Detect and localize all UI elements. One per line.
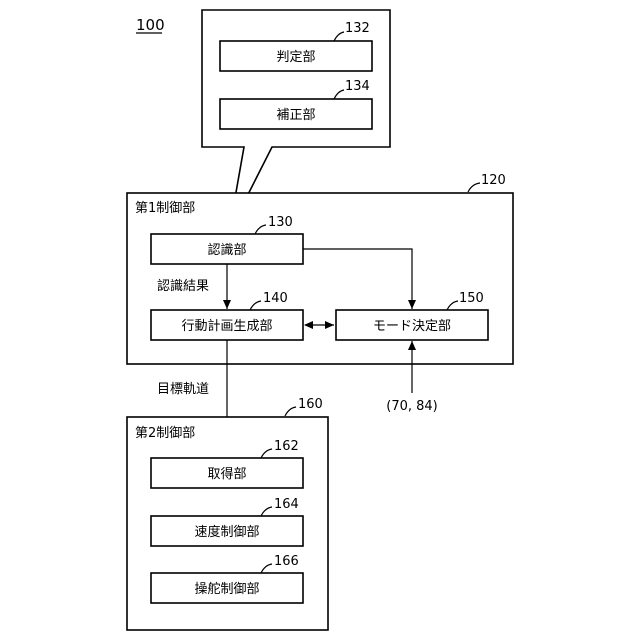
steering-control-label: 操舵制御部 [194,581,259,597]
action-plan-label: 行動計画生成部 [181,318,272,334]
recognition-result-label: 認識結果 [157,278,209,294]
acquisition-unit-ref: 162 [274,439,299,454]
second-control-label: 第2制御部 [135,426,195,441]
acquisition-unit-label: 取得部 [207,466,246,482]
steering-control-ref: 166 [274,554,299,569]
external-input-label: (70, 84) [386,399,438,414]
figure-ref: 100 [136,16,165,34]
speed-control-label: 速度制御部 [194,524,259,540]
mode-decision-ref: 150 [459,291,484,306]
second-control-ref: 160 [298,397,323,412]
recognition-unit-ref: 130 [268,215,293,230]
second-control-leader [285,407,296,416]
first-control-label: 第1制御部 [135,201,195,216]
judge-unit-ref: 132 [345,21,370,36]
target-trajectory-label: 目標軌道 [157,381,209,397]
recognition-unit-label: 認識部 [207,242,246,258]
first-control-ref: 120 [481,173,506,188]
speed-control-ref: 164 [274,497,299,512]
mode-decision-label: モード決定部 [373,319,451,334]
correction-unit-ref: 134 [345,79,370,94]
first-control-leader [468,183,480,192]
action-plan-ref: 140 [263,291,288,306]
judge-unit-label: 判定部 [276,50,315,65]
correction-unit-label: 補正部 [276,108,315,123]
